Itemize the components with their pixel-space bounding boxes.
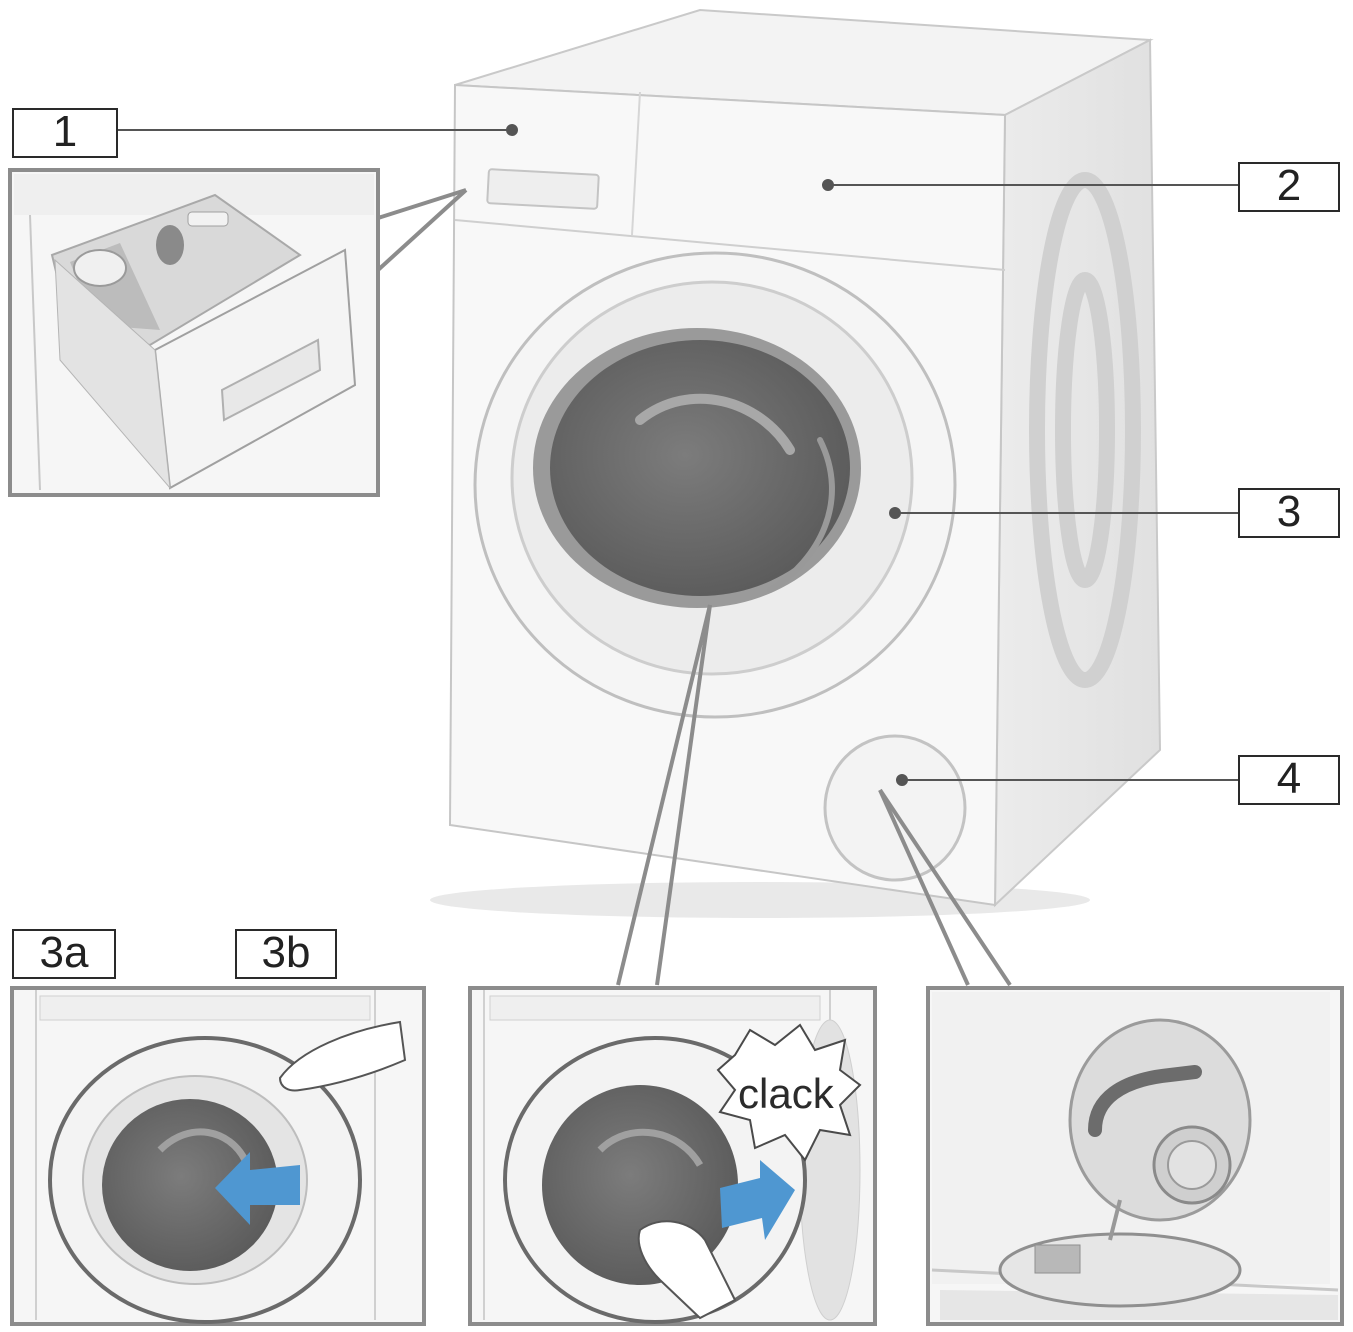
pointer-dot-3: [889, 507, 901, 519]
detail-door-open: [10, 986, 426, 1326]
door-glass: [550, 340, 850, 596]
leader-lines: [118, 124, 1238, 786]
arrow-left-icon: [215, 1152, 300, 1225]
detail-service-flap: [926, 986, 1344, 1326]
drum-highlight: [635, 393, 795, 455]
label-door-open: 3a: [12, 929, 116, 979]
drawer-grip: [220, 338, 322, 422]
door: [473, 251, 957, 719]
detail-door-close: clack: [468, 986, 877, 1326]
emergency-drain-hose: [1088, 1065, 1202, 1137]
label-service-flap: 4: [1238, 755, 1340, 805]
burst-icon: [716, 1023, 862, 1162]
label-door-close: 3b: [235, 929, 337, 979]
label-control-panel: 2: [1238, 162, 1340, 212]
hand-icon: [278, 1020, 407, 1092]
sound-text: clack: [738, 1070, 835, 1117]
pointer-dot-4: [896, 774, 908, 786]
side-ribs: [1029, 172, 1141, 688]
dispenser-handle: [486, 168, 600, 210]
hand-icon: [637, 1220, 737, 1320]
callout-lines: [376, 188, 1012, 987]
arrow-right-icon: [720, 1160, 795, 1240]
pointer-dot-1: [506, 124, 518, 136]
label-dispenser: 1: [12, 108, 118, 158]
detail-dispenser: [8, 168, 380, 497]
service-flap: [823, 734, 967, 882]
pointer-dot-2: [822, 179, 834, 191]
label-door: 3: [1238, 488, 1340, 538]
washing-machine: [430, 8, 1162, 918]
panel-divider: [454, 219, 1006, 271]
